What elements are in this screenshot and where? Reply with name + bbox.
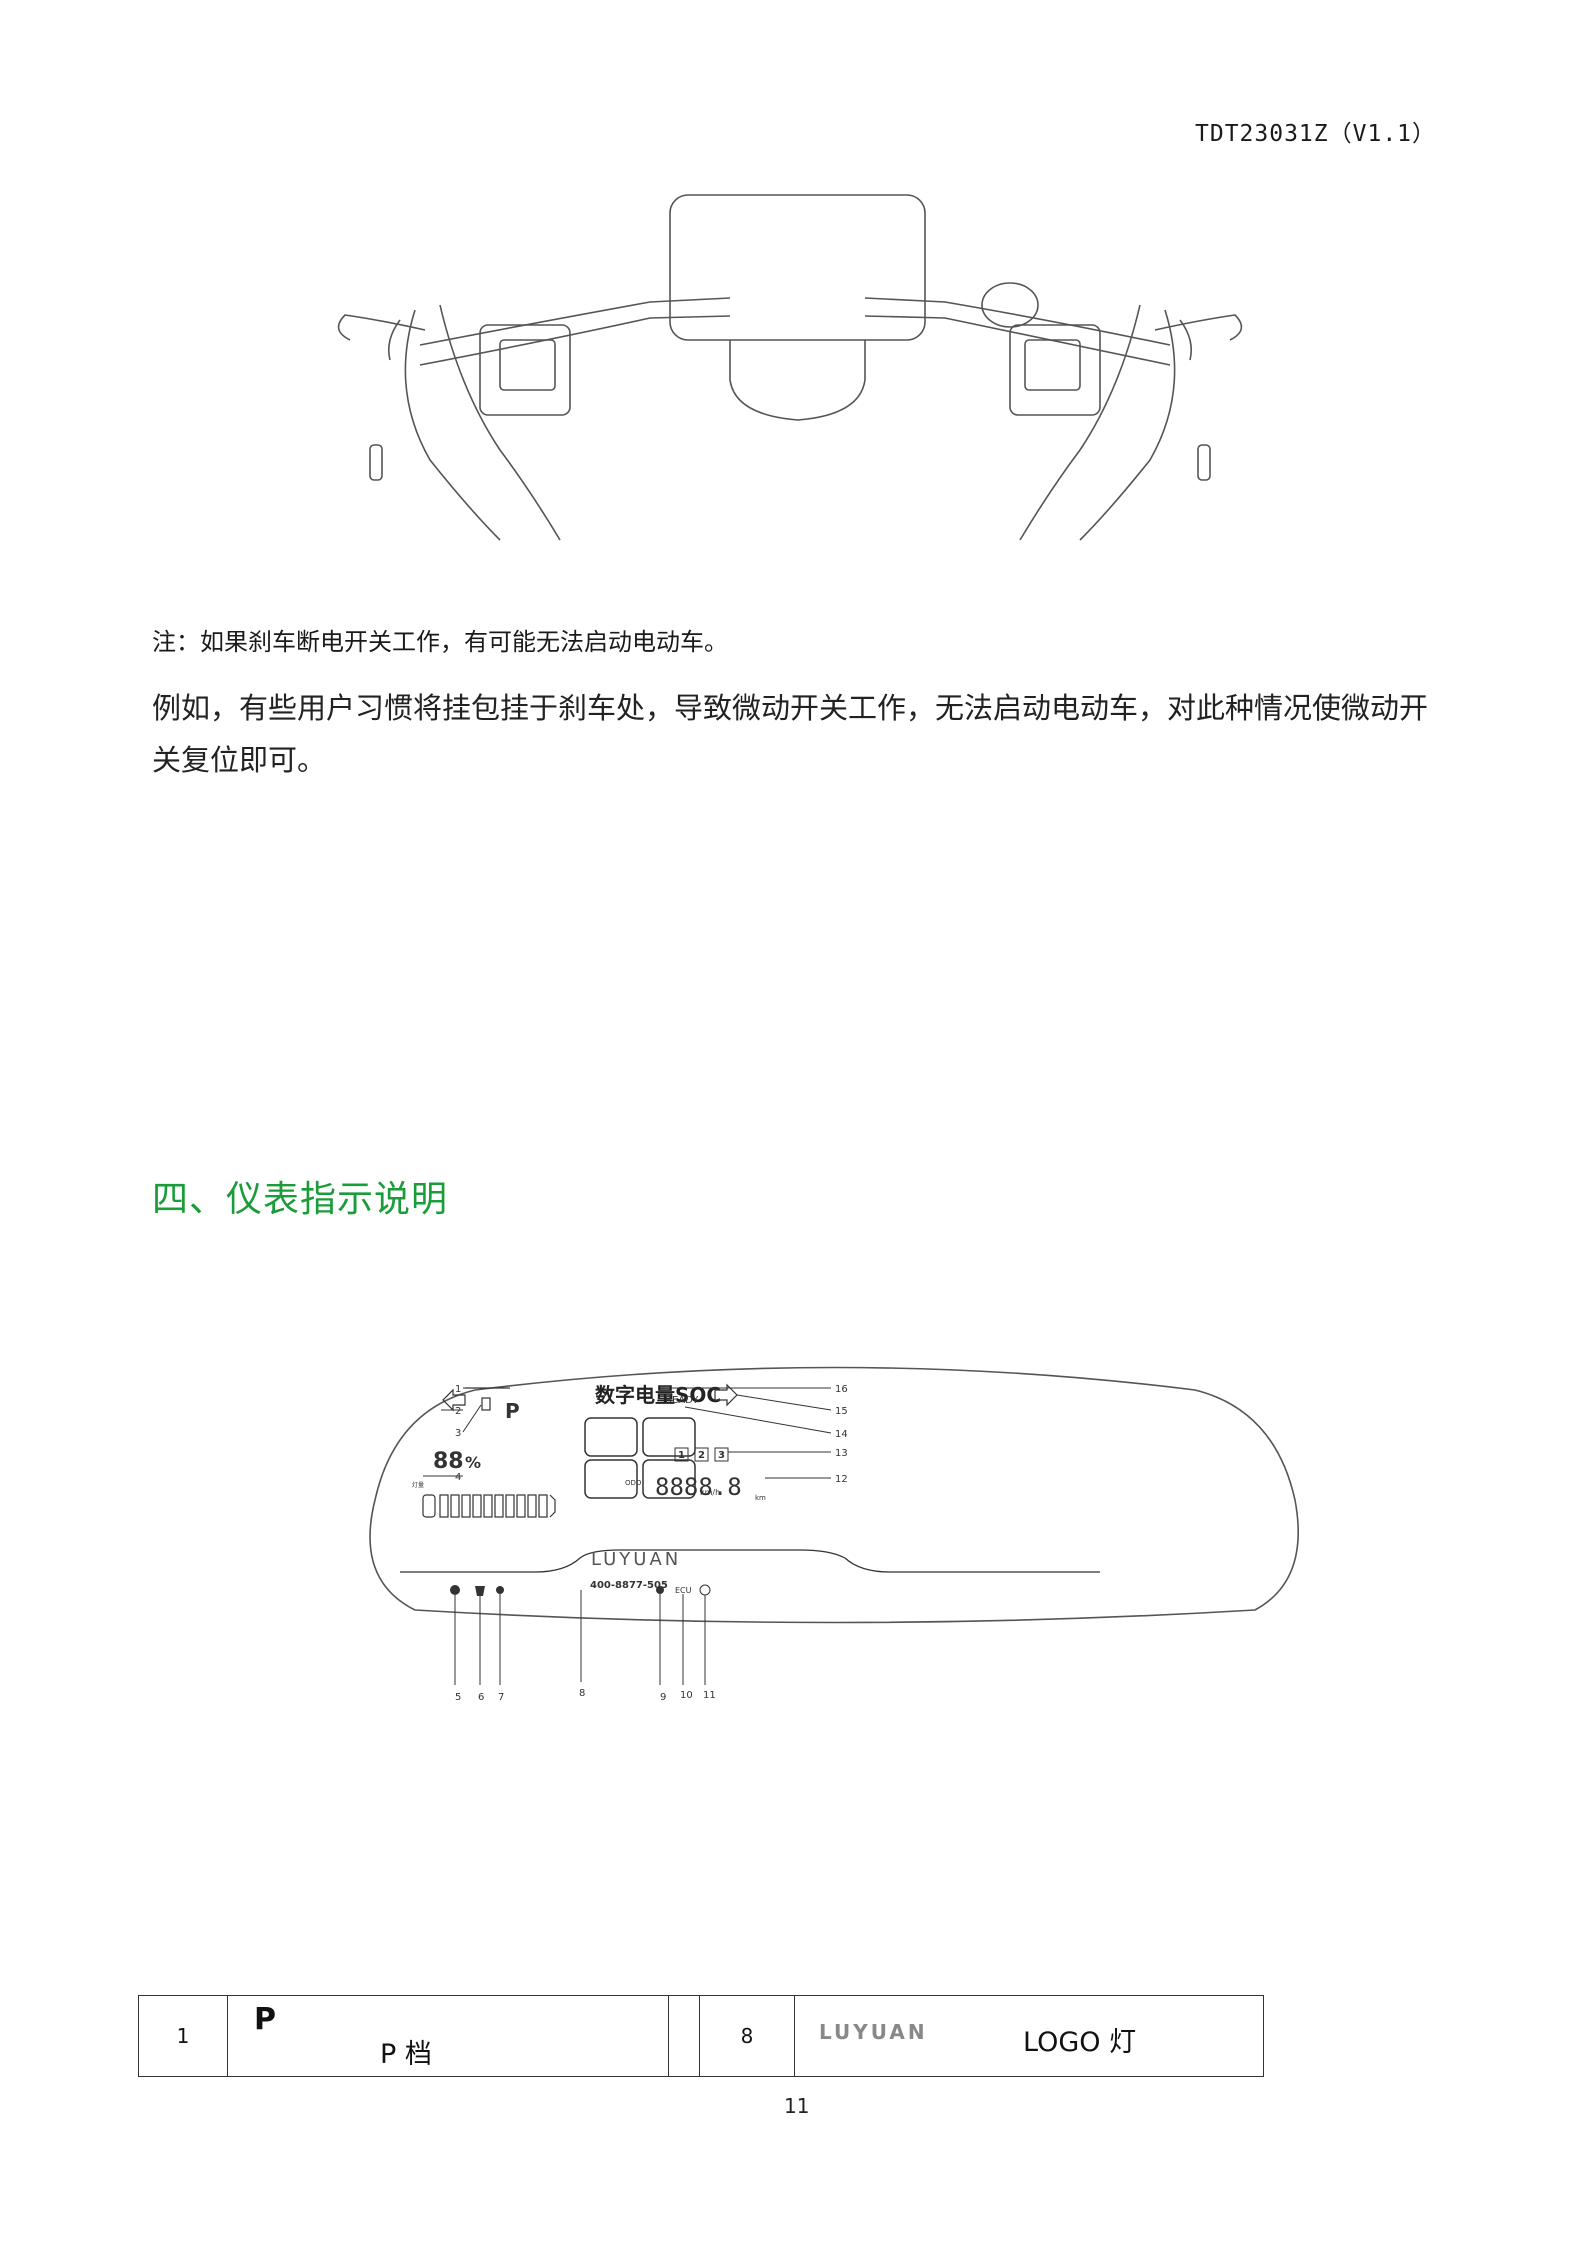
gear-p-icon: P — [254, 2002, 276, 2037]
row-number-left: 1 — [138, 1995, 228, 2077]
svg-text:6: 6 — [478, 1692, 484, 1703]
left-lever — [337, 314, 426, 341]
headlight-icon — [481, 1397, 491, 1411]
legend-table: 1 P P 档 8 LUYUAN LOGO 灯 — [138, 1995, 1264, 2077]
left-hand — [404, 309, 501, 541]
table-row: 1 P P 档 8 LUYUAN LOGO 灯 — [138, 1995, 1264, 2077]
mode-3: 3 — [718, 1450, 725, 1461]
odo-label: ODO — [625, 1479, 642, 1487]
svg-text:9: 9 — [660, 1692, 666, 1703]
phone-number: 400-8877-505 — [590, 1580, 668, 1591]
spacer-cell — [668, 1995, 700, 2077]
right-mirror — [981, 282, 1039, 328]
percent-sign: % — [465, 1453, 481, 1472]
left-turn-icon — [442, 1388, 466, 1412]
battery-percent-digits: 88 — [433, 1449, 464, 1474]
document-code: TDT23031Z（V1.1） — [1195, 121, 1437, 147]
gear-p-icon: P — [505, 1399, 520, 1423]
svg-text:13: 13 — [835, 1448, 848, 1459]
svg-text:8: 8 — [579, 1688, 585, 1699]
divider-line — [400, 1549, 1100, 1573]
side-small-label: 灯量 — [412, 1481, 424, 1489]
label-right: LOGO 灯 — [1023, 2027, 1137, 2058]
page-number: 11 — [784, 2094, 810, 2118]
speed-unit: km/h — [700, 1488, 720, 1497]
callout-labels: 1 2 3 4 5 6 7 8 9 10 11 12 13 14 15 16 — [455, 1384, 848, 1703]
battery-bar-icon — [422, 1494, 556, 1518]
svg-text:14: 14 — [835, 1429, 848, 1440]
right-lever — [1154, 314, 1243, 341]
label-left: P 档 — [380, 2039, 432, 2070]
icon-5 — [450, 1585, 460, 1595]
mode-1: 1 — [678, 1450, 685, 1461]
logo-text: LUYUAN — [591, 1549, 681, 1570]
ready-label: READY — [665, 1395, 699, 1406]
paragraph-text: 例如，有些用户习惯将挂包挂于刹车处，导致微动开关工作，无法启动电动车，对此种情况… — [152, 691, 1429, 777]
svg-text:10: 10 — [680, 1690, 693, 1701]
dashboard-outline — [369, 1366, 1299, 1624]
callout-lines — [423, 1387, 832, 1685]
right-hand — [1079, 309, 1176, 541]
svg-text:7: 7 — [498, 1692, 504, 1703]
row-number-right: 8 — [699, 1995, 795, 2077]
speed-digits — [584, 1417, 696, 1499]
svg-text:4: 4 — [455, 1472, 461, 1483]
left-switch — [479, 324, 571, 416]
display-mount — [729, 340, 866, 421]
soc-label: 数字电量SOC — [595, 1383, 721, 1407]
icon-7 — [496, 1586, 504, 1594]
logo-icon: LUYUAN — [819, 2020, 928, 2044]
odo-unit: km — [755, 1494, 766, 1502]
icon-cell-right: LUYUAN LOGO 灯 — [794, 1995, 1264, 2077]
svg-text:5: 5 — [455, 1692, 461, 1703]
ecu-label: ECU — [675, 1586, 692, 1595]
svg-text:11: 11 — [703, 1690, 716, 1701]
icon-11 — [699, 1584, 711, 1596]
icon-6 — [475, 1586, 485, 1596]
section-title: 四、仪表指示说明 — [152, 1179, 449, 1220]
right-turn-icon — [714, 1383, 738, 1407]
handlebar-illustration — [337, 194, 1243, 541]
note-text: 注：如果刹车断电开关工作，有可能无法启动电动车。 — [152, 628, 728, 656]
svg-text:2: 2 — [455, 1406, 461, 1417]
right-switch — [1009, 324, 1101, 416]
icon-9 — [656, 1586, 664, 1594]
mode-2: 2 — [698, 1450, 705, 1461]
icon-cell-left: P P 档 — [227, 1995, 669, 2077]
svg-text:15: 15 — [835, 1406, 848, 1417]
svg-text:1: 1 — [455, 1384, 461, 1395]
svg-text:16: 16 — [835, 1384, 848, 1395]
dashboard-diagram: 数字电量SOC P km/h 88 % 灯量 LUYUAN 400-8877-5… — [369, 1366, 1299, 1703]
display-panel — [669, 194, 926, 341]
odo-digits: 8888.8 — [655, 1473, 742, 1501]
svg-text:3: 3 — [455, 1428, 461, 1439]
svg-text:12: 12 — [835, 1474, 848, 1485]
